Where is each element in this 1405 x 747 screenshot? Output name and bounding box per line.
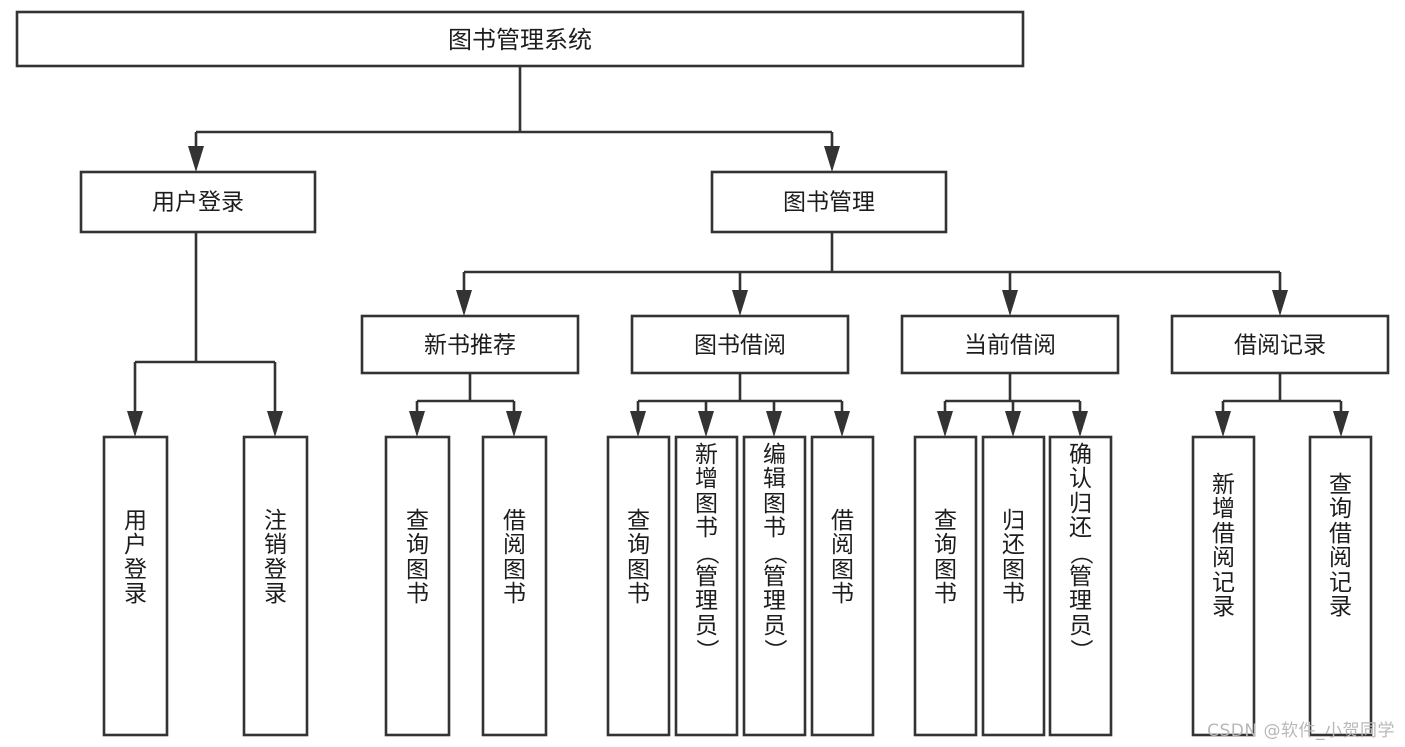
arrow-head-book-manage bbox=[824, 146, 840, 172]
node-box-current-borrow[interactable] bbox=[900, 314, 1120, 375]
node-label-user-login: 用户登录 bbox=[152, 190, 244, 216]
node-label-root: 图书管理系统 bbox=[448, 26, 592, 54]
connector-group-user-login bbox=[127, 232, 283, 437]
arrow-head-leaf-user-login bbox=[127, 411, 143, 437]
arrow-head-leaf-query-book-2 bbox=[630, 411, 646, 437]
node-box-leaf-borrow-book-2[interactable] bbox=[810, 435, 875, 737]
node-box-root[interactable] bbox=[15, 10, 1025, 68]
node-box-new-book-rec[interactable] bbox=[360, 314, 580, 375]
node-box-leaf-logout[interactable] bbox=[242, 435, 309, 737]
csdn-watermark: CSDN @软件_小贺同学 bbox=[1207, 721, 1395, 741]
node-label-new-book-rec: 新书推荐 bbox=[424, 333, 516, 359]
node-box-user-login[interactable] bbox=[79, 170, 317, 234]
arrow-head-leaf-add-book bbox=[698, 411, 714, 437]
arrow-head-leaf-edit-book bbox=[766, 411, 782, 437]
node-box-leaf-query-record[interactable] bbox=[1308, 435, 1373, 737]
arrow-head-leaf-add-record bbox=[1215, 411, 1231, 437]
arrow-head-leaf-query-book-1 bbox=[409, 411, 425, 437]
node-box-book-manage[interactable] bbox=[710, 170, 948, 234]
node-box-book-borrow[interactable] bbox=[630, 314, 850, 375]
node-box-leaf-query-book-3[interactable] bbox=[913, 435, 978, 737]
arrow-head-book-borrow bbox=[732, 290, 748, 316]
arrow-head-current-borrow bbox=[1002, 290, 1018, 316]
node-box-leaf-add-book[interactable] bbox=[674, 435, 739, 737]
node-label-borrow-record: 借阅记录 bbox=[1234, 333, 1326, 359]
arrow-head-leaf-query-book-3 bbox=[937, 411, 953, 437]
connector-group-root bbox=[188, 66, 840, 172]
connector-group-new-book-rec bbox=[409, 373, 522, 437]
node-box-leaf-confirm-return[interactable] bbox=[1048, 435, 1113, 737]
node-box-leaf-edit-book[interactable] bbox=[742, 435, 807, 737]
node-box-leaf-user-login[interactable] bbox=[102, 435, 169, 737]
connector-group-book-borrow bbox=[630, 373, 850, 437]
node-box-leaf-add-record[interactable] bbox=[1191, 435, 1256, 737]
arrow-head-borrow-record bbox=[1272, 290, 1288, 316]
arrow-head-leaf-logout bbox=[267, 411, 283, 437]
connector-group-borrow-record bbox=[1215, 373, 1349, 437]
arrow-head-leaf-borrow-book-1 bbox=[506, 411, 522, 437]
node-box-leaf-query-book-2[interactable] bbox=[606, 435, 671, 737]
arrow-head-new-book-rec bbox=[456, 290, 472, 316]
connector-group-book-manage bbox=[456, 232, 1288, 316]
arrow-head-leaf-confirm-return bbox=[1072, 411, 1088, 437]
node-label-book-manage: 图书管理 bbox=[783, 190, 875, 216]
node-box-borrow-record[interactable] bbox=[1170, 314, 1390, 375]
arrow-head-leaf-borrow-book-2 bbox=[834, 411, 850, 437]
node-label-book-borrow: 图书借阅 bbox=[694, 333, 786, 359]
arrow-head-leaf-return-book bbox=[1005, 411, 1021, 437]
connector-group-current-borrow bbox=[937, 373, 1088, 437]
node-box-leaf-return-book[interactable] bbox=[981, 435, 1046, 737]
node-box-leaf-query-book-1[interactable] bbox=[384, 435, 451, 737]
node-label-current-borrow: 当前借阅 bbox=[964, 333, 1056, 359]
arrow-head-leaf-query-record bbox=[1333, 411, 1349, 437]
arrow-head-user-login bbox=[188, 146, 204, 172]
node-box-leaf-borrow-book-1[interactable] bbox=[481, 435, 548, 737]
